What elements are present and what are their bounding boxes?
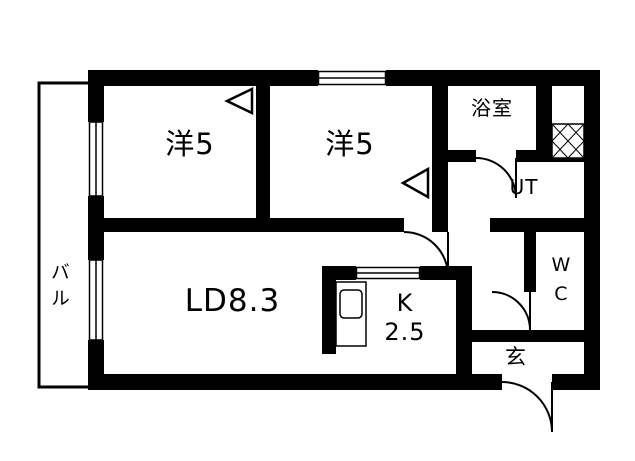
kitchen-label-line2: 2.5 — [384, 317, 426, 346]
room-label-toilet: WC — [549, 254, 572, 312]
room-label-bedroom1: 洋5 — [165, 127, 215, 161]
walls — [88, 70, 600, 390]
room-label-entrance: 玄 — [505, 345, 527, 369]
duct-hatch-box — [551, 123, 585, 159]
room-label-balcony: バル — [47, 262, 70, 314]
door-arc-entrance — [501, 381, 553, 433]
door-arc-living — [403, 231, 449, 277]
room-label-utility: UT — [509, 175, 539, 199]
kitchen-opening-icon — [355, 266, 421, 280]
room-label-living-dining: LD8.3 — [184, 283, 281, 319]
door-arc-bathroom — [475, 157, 517, 199]
door-triangle-bedroom2-icon — [400, 166, 430, 200]
door-arc-wc — [491, 291, 531, 331]
room-label-kitchen: K 2.5 — [372, 289, 438, 347]
window-symbols — [88, 70, 421, 341]
room-label-bathroom: 浴室 — [471, 96, 513, 120]
kitchen-sink-icon — [339, 289, 363, 319]
room-label-bedroom2: 洋5 — [325, 127, 375, 161]
balcony-outline — [37, 81, 97, 389]
kitchen-counter — [335, 281, 367, 347]
door-triangle-bedroom1-icon — [224, 87, 254, 115]
door-arcs — [403, 157, 553, 433]
window-top-icon — [317, 70, 387, 86]
window-left-upper-icon — [88, 121, 104, 197]
window-left-lower-icon — [88, 259, 104, 341]
door-triangle-icons — [224, 87, 430, 200]
kitchen-label-line1: K — [396, 289, 414, 317]
